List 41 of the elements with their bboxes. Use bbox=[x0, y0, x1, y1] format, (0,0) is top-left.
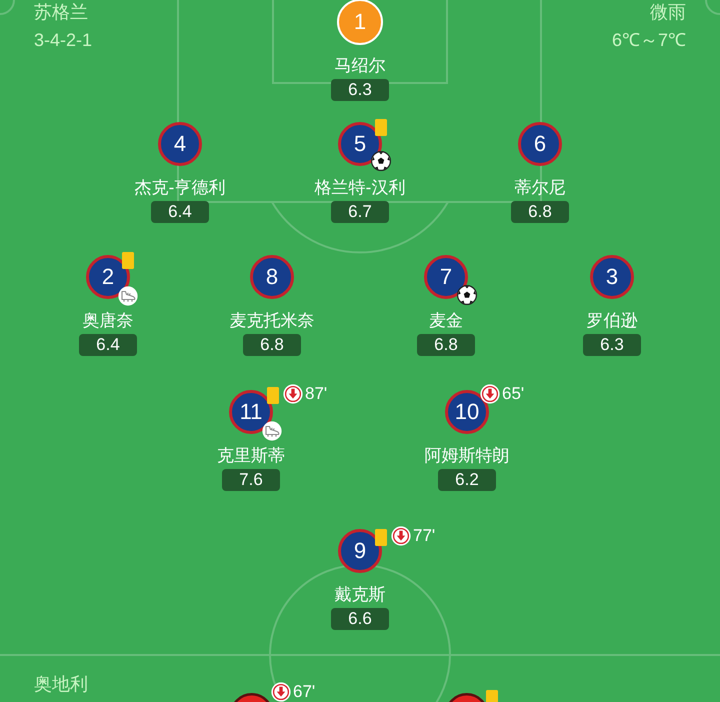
player-name: 阿姆斯特朗 bbox=[424, 446, 510, 466]
player-name: 克里斯蒂 bbox=[217, 446, 285, 466]
substitution-minute: 65' bbox=[502, 384, 524, 404]
rating-badge: 6.2 bbox=[438, 469, 496, 491]
player-marker: 6 bbox=[518, 122, 562, 166]
rating-badge: 6.4 bbox=[151, 201, 209, 223]
rating-badge: 6.7 bbox=[331, 201, 389, 223]
player-marker: 7 bbox=[424, 255, 468, 299]
rating-badge: 6.4 bbox=[79, 334, 137, 356]
formation-label: 3-4-2-1 bbox=[34, 29, 92, 51]
team-name: 苏格兰 bbox=[34, 1, 88, 23]
substitution-minute: 87' bbox=[305, 384, 328, 404]
rating-badge: 6.8 bbox=[417, 334, 475, 356]
rating-badge: 6.8 bbox=[511, 201, 569, 223]
rating-badge: 6.3 bbox=[583, 334, 641, 356]
rating-badge: 6.6 bbox=[331, 608, 389, 630]
player-name: 格兰特-汉利 bbox=[314, 178, 406, 198]
player-marker bbox=[234, 693, 270, 702]
weather-label: 微雨 bbox=[650, 1, 686, 23]
player-name: 马绍尔 bbox=[334, 56, 386, 76]
player-marker: 9 bbox=[338, 529, 382, 573]
player-marker: 3 bbox=[590, 255, 634, 299]
substitution-minute: 77' bbox=[413, 526, 436, 546]
player-name: 戴克斯 bbox=[334, 585, 386, 605]
player-name: 麦金 bbox=[429, 311, 463, 331]
player-marker: 4 bbox=[158, 122, 202, 166]
player-name: 杰克-亨德利 bbox=[134, 178, 226, 198]
player-name: 奥唐奈 bbox=[82, 311, 134, 331]
player-name: 麦克托米奈 bbox=[230, 311, 314, 331]
rating-badge: 7.6 bbox=[222, 469, 280, 491]
player-name: 罗伯逊 bbox=[586, 311, 638, 331]
team-name: 奥地利 bbox=[34, 673, 88, 695]
player-name: 蒂尔尼 bbox=[514, 178, 566, 198]
substitution-minute: 67' bbox=[293, 682, 316, 702]
rating-badge: 6.3 bbox=[331, 79, 389, 101]
player-marker: 8 bbox=[250, 255, 294, 299]
rating-badge: 6.8 bbox=[243, 334, 301, 356]
player-marker: 1 bbox=[337, 0, 383, 45]
player-marker: 10 bbox=[445, 390, 489, 434]
player-marker: 11 bbox=[229, 390, 273, 434]
temperature-label: 6℃～7℃ bbox=[612, 29, 686, 51]
